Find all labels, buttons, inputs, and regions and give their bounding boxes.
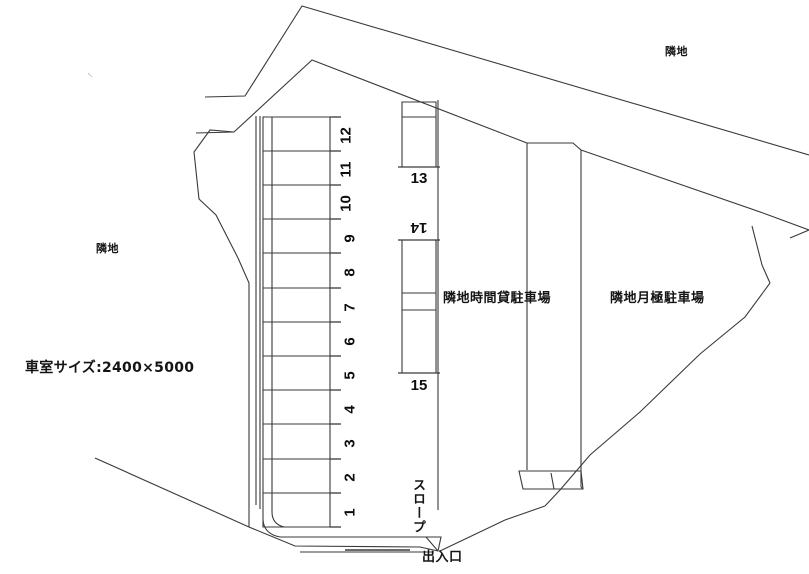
stall-number-10: 10 [337, 195, 355, 212]
boundary-southwest-diagonal [94, 457, 421, 548]
stall-curb-line [271, 117, 285, 528]
boundary-inner-north [195, 59, 528, 144]
stall-number-8: 8 [341, 268, 359, 277]
stall-dimension-ticks [330, 116, 341, 528]
stall-14-15-box [401, 239, 437, 374]
stall-number-13: 13 [410, 170, 428, 187]
stall-number-7: 7 [341, 303, 359, 312]
stall-number-15: 15 [410, 377, 428, 394]
hourly-parcel-block-divider [550, 472, 555, 490]
parcel-hourly-east-edge [527, 142, 582, 487]
label-neighbor-left: 隣地 [96, 242, 119, 255]
stall-number-4: 4 [341, 405, 359, 414]
boundary-southeast-diagonal [439, 505, 546, 552]
stall-number-9: 9 [341, 234, 359, 243]
registration-tick [87, 72, 93, 78]
entrance-gate-block [419, 536, 442, 552]
stall-number-1: 1 [341, 508, 359, 517]
boundary-outer-north [204, 5, 809, 156]
label-monthly-parking: 隣地月極駐車場 [610, 291, 705, 306]
stall-number-2: 2 [341, 473, 359, 482]
label-neighbor-top-right: 隣地 [665, 45, 688, 58]
parcel-monthly-east-diagonal [544, 282, 771, 507]
label-entrance-exit: 出入口 [422, 550, 463, 565]
stall-number-3: 3 [341, 439, 359, 448]
stall-number-6: 6 [341, 337, 359, 346]
parcel-monthly-north-edge-ext [762, 212, 809, 231]
boundary-west-mid [237, 257, 250, 470]
label-hourly-parking: 隣地時間貸駐車場 [443, 291, 552, 306]
label-slope: スロープ [410, 478, 425, 534]
boundary-west-upper [193, 129, 239, 259]
stall-number-14: 14 [410, 219, 428, 236]
label-stall-size-note: 車室サイズ:2400×5000 [25, 360, 195, 376]
parcel-monthly-corner [580, 486, 584, 490]
stall-13-box [401, 101, 437, 168]
parcel-monthly-notch [751, 225, 771, 284]
parcel-monthly-north-edge [580, 149, 764, 214]
stall-number-12: 12 [337, 127, 355, 144]
stall-number-5: 5 [341, 371, 359, 380]
stall-number-11: 11 [337, 161, 355, 178]
boundary-far-east [789, 229, 809, 239]
